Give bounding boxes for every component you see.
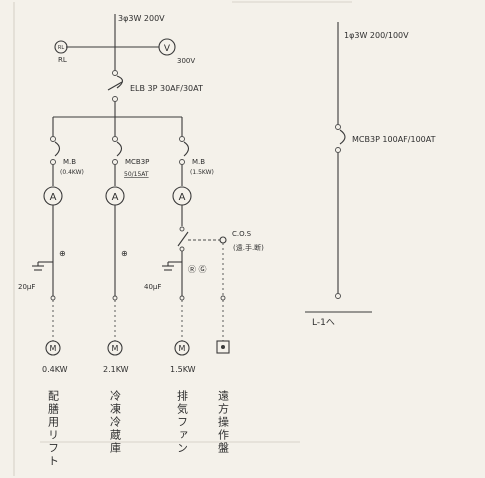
remote-station-name: 遠方操作盤 xyxy=(217,390,230,455)
branch-2-breaker-label: MCB3P xyxy=(125,158,149,166)
branch-3-contactor-terminal-top xyxy=(179,226,185,232)
feeder-terminal xyxy=(335,293,341,299)
branch-1: M.B (0.4KW) A ⊕ 20μF M 0.4KW 配膳用リフト xyxy=(18,117,84,468)
branch-1-motor-symbol: M xyxy=(50,344,57,353)
branch-1-marker: ⊕ xyxy=(59,249,66,258)
feeder-destination-label: L-1へ xyxy=(312,318,335,328)
branch-1-terminal xyxy=(50,295,56,301)
cos-sub-label: (遠.手.断) xyxy=(233,243,264,252)
branch-2-marker: ⊕ xyxy=(121,249,128,258)
pilot-lamp-symbol: RL xyxy=(58,45,64,51)
feeder-breaker-terminal-bottom xyxy=(335,147,341,153)
branch-1-load-name: 配膳用リフト xyxy=(47,390,60,468)
pilot-lamp-icon xyxy=(54,40,68,54)
feeder-breaker-terminal-top xyxy=(335,124,341,130)
branch-1-breaker-label: M.B xyxy=(63,158,76,166)
branch-1-breaker-terminal-top xyxy=(50,136,56,142)
branch-2-load-name: 冷凍冷蔵庫 xyxy=(109,390,122,455)
branch-3: M.B (1.5KW) A Ⓡ Ⓖ 40μF M 1.5KW 排気ファン xyxy=(144,117,220,455)
branch-3-motor-symbol: M xyxy=(179,344,186,353)
main-breaker-label: ELB 3P 30AF/30AT xyxy=(130,84,203,93)
branch-3-breaker-terminal-bottom xyxy=(179,159,185,165)
branch-3-contactor-icon xyxy=(177,231,189,247)
branch-3-breaker-rating: (1.5KW) xyxy=(190,169,214,176)
voltmeter-symbol: V xyxy=(164,44,171,54)
feeder-supply-label: 1φ3W 200/100V xyxy=(344,31,409,40)
branch-1-breaker-icon xyxy=(54,141,61,157)
branch-3-breaker-terminal-top xyxy=(179,136,185,142)
branch-2-ammeter-symbol: A xyxy=(112,192,119,203)
branch-2-terminal xyxy=(112,295,118,301)
feeder-breaker-icon xyxy=(339,129,346,145)
branch-2-motor-symbol: M xyxy=(112,344,119,353)
branch-2-breaker-terminal-bottom xyxy=(112,159,118,165)
branch-1-breaker-terminal-bottom xyxy=(50,159,56,165)
branch-3-breaker-icon xyxy=(183,141,190,157)
branch-3-capacitor-label: 40μF xyxy=(144,283,161,291)
main-breaker-icon xyxy=(116,75,124,89)
cos-switch-icon xyxy=(219,236,227,244)
supply-label: 3φ3W 200V xyxy=(118,14,165,23)
branch-3-terminal xyxy=(179,295,185,301)
branch-3-breaker-label: M.B xyxy=(192,158,205,166)
branch-2-breaker-rating: 50/15AT xyxy=(124,171,149,178)
main-breaker-terminal-bottom xyxy=(112,96,118,102)
branch-1-motor-icon xyxy=(45,340,61,356)
feeder-panel: 1φ3W 200/100V MCB3P 100AF/100AT L-1へ xyxy=(305,22,436,328)
remote-control-terminal xyxy=(220,295,226,301)
branch-3-ammeter-symbol: A xyxy=(179,192,186,203)
branch-2-breaker-terminal-top xyxy=(112,136,118,142)
feeder-breaker-label: MCB3P 100AF/100AT xyxy=(352,135,436,144)
branch-2-motor-icon xyxy=(107,340,123,356)
branch-3-motor-icon xyxy=(174,340,190,356)
main-panel: 3φ3W 200V RL RL V 300V ELB 3P 30AF/30AT … xyxy=(18,14,264,468)
main-breaker-trip-mark xyxy=(107,81,123,91)
cos-label: C.O.S xyxy=(232,230,252,238)
main-breaker-terminal-top xyxy=(112,70,118,76)
branch-1-breaker-rating: (0.4KW) xyxy=(60,169,84,176)
voltmeter-rating: 300V xyxy=(177,57,195,65)
branch-3-motor-rating: 1.5KW xyxy=(170,365,196,374)
branch-1-motor-rating: 0.4KW xyxy=(42,365,68,374)
remote-station-pushbutton-icon xyxy=(221,345,225,349)
branch-1-ammeter-symbol: A xyxy=(50,192,57,203)
remote-control-circuit: C.O.S (遠.手.断) 遠方操作盤 xyxy=(216,230,264,455)
branch-3-load-name: 排気ファン xyxy=(176,389,189,455)
pilot-lamp-label: RL xyxy=(58,56,67,64)
remote-station-icon xyxy=(216,340,230,354)
voltmeter-icon xyxy=(158,38,176,56)
branch-2-motor-rating: 2.1KW xyxy=(103,365,129,374)
branch-2-breaker-icon xyxy=(116,141,123,157)
branch-1-capacitor-label: 20μF xyxy=(18,283,35,291)
branch-3-contactor-terminal-bottom xyxy=(179,246,185,252)
branch-3-marker: Ⓡ Ⓖ xyxy=(188,265,207,274)
branch-2: MCB3P 50/15AT A ⊕ M 2.1KW 冷凍冷蔵庫 xyxy=(103,117,149,455)
